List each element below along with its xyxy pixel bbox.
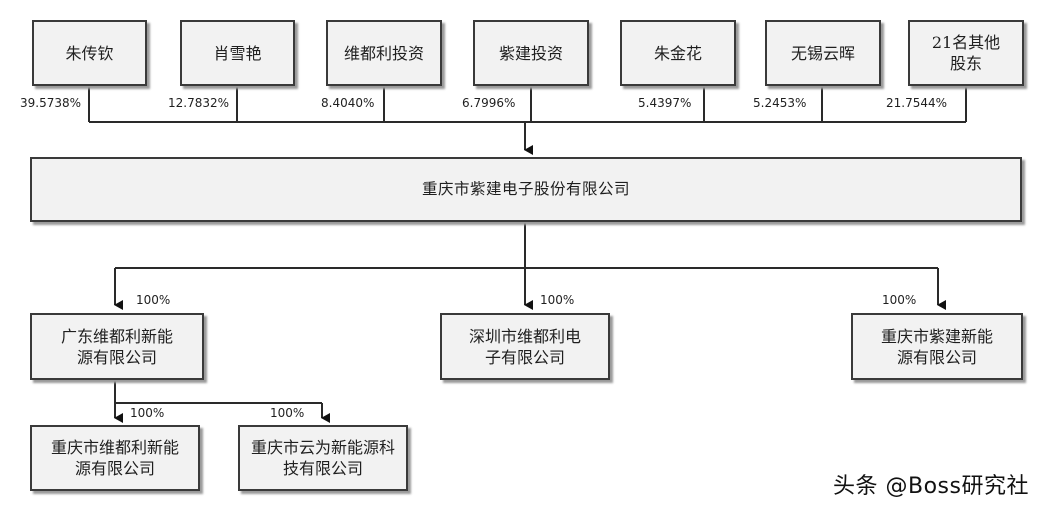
- watermark: 头条 @Boss研究社: [833, 474, 1029, 499]
- ownership-percentage: 100%: [540, 293, 575, 307]
- shareholder-name: 肖雪艳: [213, 43, 262, 63]
- subsidiary-name: 重庆市紫建新能源有限公司: [880, 326, 993, 367]
- company-box: 重庆市紫建电子股份有限公司: [30, 157, 1022, 222]
- shareholder-box: 无锡云晖: [765, 20, 881, 86]
- shareholder-name: 紫建投资: [498, 43, 563, 63]
- shareholder-name: 无锡云晖: [790, 43, 855, 63]
- subsidiary-name: 广东维都利新能源有限公司: [60, 326, 173, 367]
- sub-subsidiary-name: 重庆市云为新能源科技有限公司: [250, 438, 395, 478]
- shareholder-box: 维都利投资: [326, 20, 442, 86]
- shareholder-name: 21名其他股东: [931, 33, 1001, 73]
- ownership-percentage: 21.7544%: [886, 96, 948, 110]
- sub-subsidiary-box: 重庆市维都利新能源有限公司: [30, 425, 200, 491]
- ownership-percentage: 100%: [270, 406, 305, 420]
- sub-subsidiary-name: 重庆市维都利新能源有限公司: [50, 438, 179, 478]
- shareholder-name: 朱传钦: [65, 43, 114, 63]
- ownership-percentage: 5.4397%: [638, 96, 692, 110]
- subsidiary-box: 深圳市维都利电子有限公司: [440, 313, 610, 380]
- sub-subsidiary-box: 重庆市云为新能源科技有限公司: [238, 425, 408, 491]
- ownership-percentage: 39.5738%: [20, 96, 82, 110]
- subsidiary-box: 重庆市紫建新能源有限公司: [851, 313, 1023, 380]
- shareholder-box: 紫建投资: [473, 20, 589, 86]
- ownership-percentage: 100%: [136, 293, 171, 307]
- shareholder-box: 肖雪艳: [180, 20, 295, 86]
- subsidiary-box: 广东维都利新能源有限公司: [30, 313, 204, 380]
- ownership-percentage: 6.7996%: [462, 96, 516, 110]
- shareholder-name: 朱金花: [653, 43, 702, 63]
- shareholder-box: 朱传钦: [32, 20, 147, 86]
- company-name: 重庆市紫建电子股份有限公司: [421, 180, 630, 198]
- ownership-percentage: 100%: [882, 293, 917, 307]
- subsidiary-name: 深圳市维都利电子有限公司: [468, 326, 581, 367]
- ownership-percentage: 5.2453%: [753, 96, 807, 110]
- ownership-percentage: 12.7832%: [168, 96, 230, 110]
- shareholder-box: 21名其他股东: [908, 20, 1024, 86]
- shareholder-name: 维都利投资: [344, 43, 425, 63]
- ownership-percentage: 100%: [130, 406, 165, 420]
- shareholder-box: 朱金花: [620, 20, 736, 86]
- ownership-percentage: 8.4040%: [321, 96, 375, 110]
